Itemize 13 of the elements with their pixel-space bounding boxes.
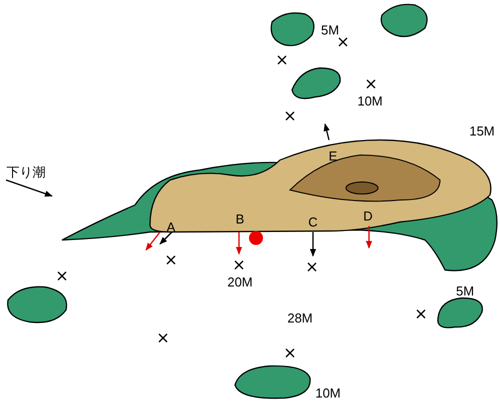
point-label: B (236, 212, 244, 226)
depth-label: 5M (320, 22, 340, 38)
depth-label: 10M (357, 94, 383, 108)
point-label: E (328, 148, 338, 164)
depth-label: 5M (456, 284, 474, 298)
current-label: 下り潮 (6, 164, 46, 180)
point-label: A (166, 220, 176, 234)
depth-label: 10M (315, 386, 341, 400)
depth-label: 15M (469, 124, 495, 138)
depth-label: 20M (227, 274, 253, 290)
point-label: D (363, 208, 373, 224)
point-label: C (308, 214, 318, 230)
depth-label: 28M (287, 310, 313, 326)
